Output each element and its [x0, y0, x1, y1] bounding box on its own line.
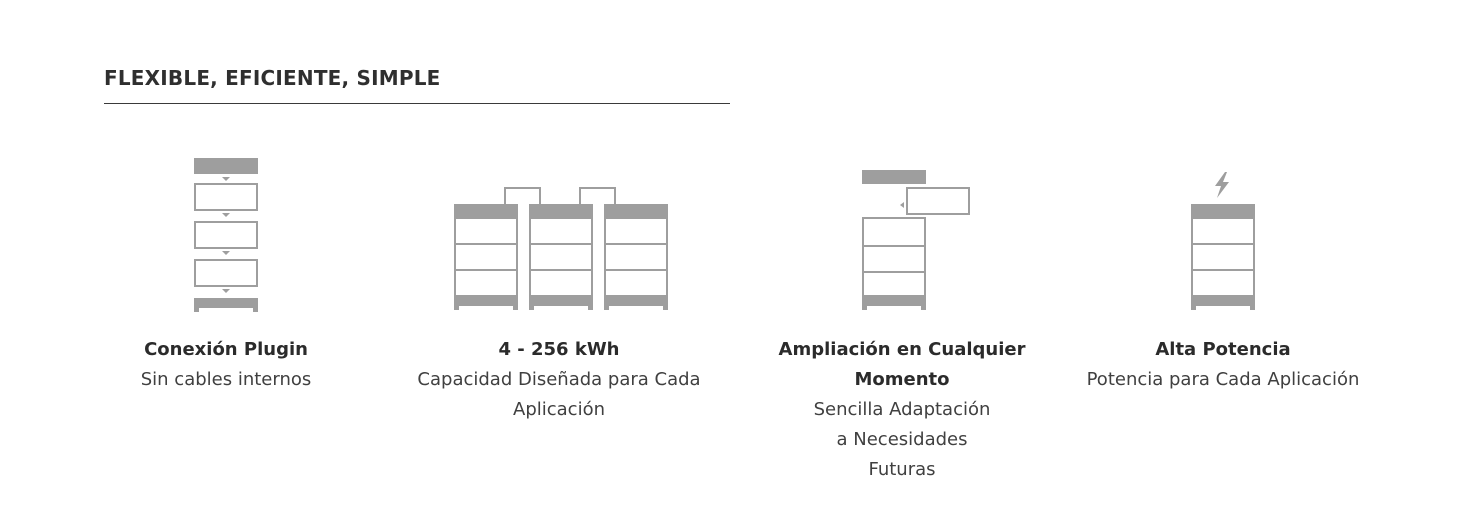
feature-power: Alta Potencia Potencia para Cada Aplicac… — [1082, 150, 1364, 470]
three-battery-towers-icon — [454, 187, 668, 310]
feature-extension: Ampliación en Cualquier Momento Sencilla… — [772, 150, 1032, 480]
feature-capacity: 4 - 256 kWh Capacidad Diseñada para Cada… — [404, 150, 714, 470]
feature-description: Sin cables internos — [140, 369, 312, 390]
feature-description: Sencilla Adaptación a Necesidades Futura… — [813, 399, 991, 480]
lightning-battery-icon — [1191, 172, 1255, 310]
section-title: FLEXIBLE, EFICIENTE, SIMPLE — [104, 66, 441, 90]
feature-title: 4 - 256 kWh — [498, 339, 620, 360]
stacked-modules-plugin-icon — [194, 158, 258, 312]
battery-extension-icon — [862, 170, 970, 310]
feature-description: Potencia para Cada Aplicación — [1086, 369, 1360, 390]
feature-description: Capacidad Diseñada para Cada Aplicación — [417, 369, 701, 420]
feature-title: Alta Potencia — [1155, 339, 1291, 360]
feature-title: Ampliación en Cualquier Momento — [778, 339, 1026, 390]
feature-plugin: Conexión Plugin Sin cables internos — [104, 150, 348, 470]
title-divider — [104, 103, 730, 104]
feature-title: Conexión Plugin — [144, 339, 308, 360]
